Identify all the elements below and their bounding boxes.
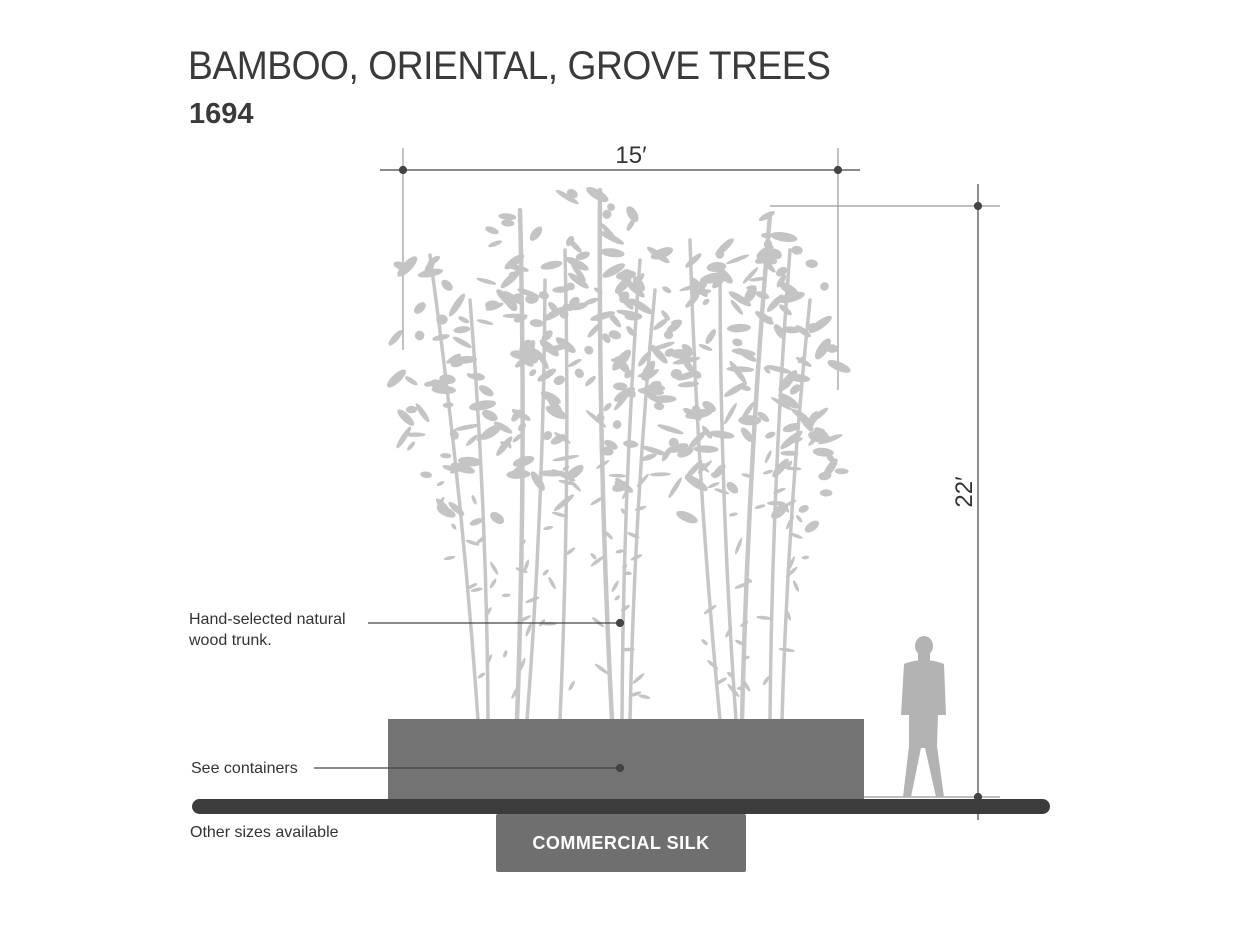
ground-line bbox=[192, 799, 1050, 814]
other-sizes-annotation[interactable]: Other sizes available bbox=[190, 824, 339, 841]
product-title: BAMBOO, ORIENTAL, GROVE TREES bbox=[188, 44, 831, 88]
height-dimension-label: 22′ bbox=[951, 476, 978, 508]
person-silhouette-icon bbox=[901, 636, 946, 797]
item-number: 1694 bbox=[189, 98, 254, 130]
trunk-annotation: Hand-selected natural wood trunk. bbox=[189, 611, 346, 649]
width-dimension-label: 15′ bbox=[615, 142, 647, 169]
containers-annotation[interactable]: See containers bbox=[191, 760, 298, 777]
commercial-silk-badge: COMMERCIAL SILK bbox=[496, 814, 746, 872]
height-dimension-line bbox=[755, 184, 1000, 820]
container-planter bbox=[388, 719, 864, 799]
container-leader-line bbox=[314, 763, 625, 773]
width-dimension-line bbox=[380, 148, 860, 390]
trunk-leader-line bbox=[368, 618, 625, 628]
bamboo-grove-illustration bbox=[386, 186, 851, 723]
